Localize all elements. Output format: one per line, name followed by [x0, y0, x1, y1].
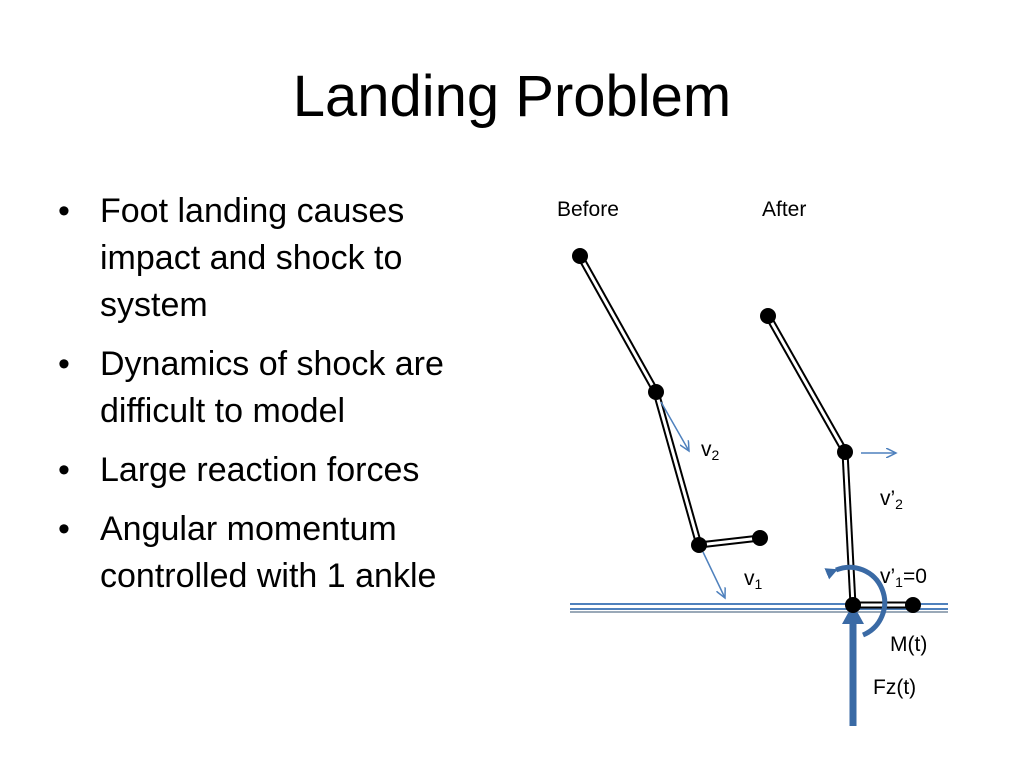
- label-v1-sub: 1: [754, 576, 763, 592]
- before-knee-joint: [648, 384, 664, 400]
- before-hip-joint: [572, 248, 588, 264]
- label-v-prime1-suffix: =0: [902, 565, 927, 588]
- bullet-item: • Dynamics of shock are difficult to mode…: [58, 341, 498, 435]
- bullet-text: Dynamics of shock are difficult to model: [100, 345, 444, 430]
- label-v1: v1: [744, 567, 762, 591]
- slide-title: Landing Problem: [292, 64, 732, 129]
- bullet-dot: •: [58, 451, 70, 489]
- after-shank-segment: [841, 451, 857, 606]
- label-moment: M(t): [890, 633, 928, 656]
- before-shank-segment: [652, 391, 703, 546]
- label-v2-sub: 2: [711, 447, 720, 463]
- bullet-list: • Foot landing causes impact and shock to…: [58, 188, 498, 612]
- after-thigh-segment: [764, 314, 849, 454]
- bullet-text: Foot landing causes impact and shock to …: [100, 192, 405, 324]
- label-v-prime1-sub: 1: [895, 574, 903, 590]
- label-v2-base: v: [701, 438, 712, 461]
- label-v-prime2-sub: 2: [895, 496, 903, 512]
- v1-arrow: [702, 551, 725, 598]
- bullet-item: • Large reaction forces: [58, 447, 498, 494]
- bullet-item: • Foot landing causes impact and shock to…: [58, 188, 498, 329]
- before-leg: [572, 248, 768, 598]
- v2-arrow: [660, 401, 689, 451]
- label-v-prime2-base: v’: [880, 487, 896, 510]
- label-v-prime2: v’2: [880, 487, 903, 511]
- before-foot-segment: [698, 534, 761, 549]
- ground-reaction-force-arrow: [842, 604, 864, 726]
- bullet-item: • Angular momentum controlled with 1 ankl…: [58, 506, 498, 600]
- after-toe-joint: [905, 597, 921, 613]
- label-after: After: [762, 198, 807, 221]
- bullet-text: Angular momentum controlled with 1 ankle: [100, 510, 437, 595]
- after-knee-joint: [837, 444, 853, 460]
- bullet-dot: •: [58, 345, 70, 383]
- bullet-dot: •: [58, 192, 70, 230]
- before-ankle-joint: [691, 537, 707, 553]
- label-force: Fz(t): [873, 676, 917, 699]
- bullet-text: Large reaction forces: [100, 451, 420, 489]
- after-leg: [760, 308, 921, 726]
- before-thigh-segment: [576, 254, 660, 394]
- label-v2: v2: [701, 438, 719, 462]
- after-ankle-joint: [845, 597, 861, 613]
- label-before: Before: [557, 198, 619, 221]
- label-v1-base: v: [744, 567, 755, 590]
- after-hip-joint: [760, 308, 776, 324]
- moment-curl-arrow: [824, 564, 888, 638]
- label-v-prime1-base: v’: [880, 565, 896, 588]
- label-v-prime1: v’1=0: [880, 565, 927, 589]
- bullet-dot: •: [58, 510, 70, 548]
- before-toe-joint: [752, 530, 768, 546]
